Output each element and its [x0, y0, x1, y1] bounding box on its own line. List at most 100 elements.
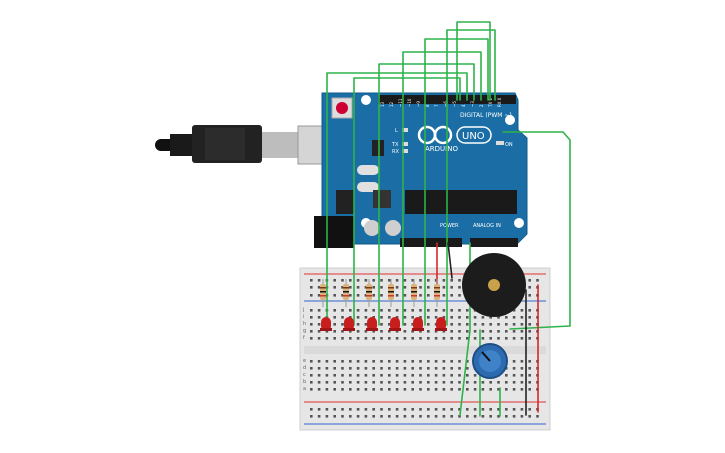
breadboard-hole	[356, 381, 360, 384]
breadboard-hole	[403, 286, 407, 289]
breadboard-hole	[333, 374, 336, 377]
model-label: UNO	[462, 131, 485, 142]
breadboard-hole	[427, 388, 430, 391]
rx-led-label: RX	[392, 149, 399, 155]
breadboard-hole	[427, 337, 430, 340]
breadboard-hole	[333, 323, 336, 326]
breadboard-hole	[434, 388, 438, 391]
breadboard-hole	[380, 309, 383, 312]
breadboard-hole	[333, 337, 336, 340]
breadboard-hole	[395, 316, 399, 319]
breadboard-hole	[380, 286, 383, 289]
breadboard-hole	[450, 374, 453, 377]
breadboard-hole	[349, 294, 352, 297]
breadboard-hole	[341, 279, 344, 282]
breadboard-hole	[395, 367, 399, 370]
breadboard-hole	[442, 309, 446, 312]
breadboard-hole	[380, 381, 383, 384]
led	[412, 317, 424, 331]
breadboard-hole	[325, 330, 329, 333]
breadboard-hole	[364, 388, 368, 391]
breadboard-hole	[333, 360, 336, 363]
breadboard-hole	[442, 286, 446, 289]
breadboard-hole	[403, 330, 407, 333]
breadboard-hole	[411, 374, 414, 377]
breadboard-hole	[356, 360, 360, 363]
breadboard-hole	[520, 330, 524, 333]
breadboard-hole	[388, 316, 391, 319]
potentiometer[interactable]	[472, 343, 508, 379]
breadboard-hole	[442, 294, 446, 297]
breadboard-hole	[442, 337, 446, 340]
breadboard-hole	[528, 309, 531, 312]
breadboard-hole	[325, 360, 329, 363]
breadboard-hole	[419, 374, 422, 377]
breadboard-hole	[372, 388, 375, 391]
breadboard-hole	[403, 381, 407, 384]
breadboard-hole	[450, 367, 453, 370]
breadboard-hole	[442, 381, 446, 384]
breadboard-hole	[403, 360, 407, 363]
breadboard-hole	[364, 323, 368, 326]
led	[389, 317, 401, 331]
breadboard-hole	[489, 330, 492, 333]
breadboard-hole	[520, 323, 524, 326]
breadboard-hole	[450, 279, 453, 282]
breadboard-hole	[317, 408, 321, 411]
breadboard-hole	[349, 279, 352, 282]
breadboard-hole	[388, 360, 391, 363]
breadboard-hole	[419, 330, 422, 333]
breadboard-hole	[380, 388, 383, 391]
breadboard-row-letter: e	[303, 358, 306, 364]
breadboard-hole	[512, 316, 516, 319]
breadboard-hole	[356, 309, 360, 312]
breadboard-hole	[450, 360, 453, 363]
breadboard-hole	[434, 381, 438, 384]
breadboard-hole	[310, 374, 313, 377]
breadboard-hole	[427, 374, 430, 377]
breadboard-hole	[520, 388, 524, 391]
breadboard-hole	[341, 309, 344, 312]
breadboard-hole	[458, 309, 461, 312]
breadboard-hole	[458, 323, 461, 326]
digital-pin-label: 8	[425, 104, 430, 107]
digital-pin-label: 2	[479, 104, 484, 107]
breadboard-hole	[395, 309, 399, 312]
breadboard-hole	[380, 360, 383, 363]
breadboard-hole	[434, 360, 438, 363]
breadboard-hole	[481, 316, 485, 319]
breadboard-hole	[512, 323, 516, 326]
breadboard-hole	[512, 309, 516, 312]
breadboard-hole	[349, 388, 352, 391]
breadboard-hole	[489, 408, 492, 411]
breadboard-hole	[450, 309, 453, 312]
breadboard-hole	[512, 337, 516, 340]
power-header-label: POWER	[440, 223, 459, 229]
breadboard-hole	[458, 286, 461, 289]
breadboard-hole	[341, 381, 344, 384]
breadboard-hole	[419, 381, 422, 384]
breadboard-hole	[528, 316, 531, 319]
breadboard-hole	[411, 337, 414, 340]
resistor	[388, 279, 394, 307]
breadboard-hole	[364, 408, 368, 411]
breadboard-hole	[419, 316, 422, 319]
breadboard-hole	[419, 388, 422, 391]
breadboard-hole	[356, 374, 360, 377]
breadboard-hole	[481, 388, 485, 391]
breadboard-hole	[427, 408, 430, 411]
breadboard-hole	[310, 381, 313, 384]
breadboard-hole	[395, 330, 399, 333]
power-header	[400, 238, 462, 247]
breadboard-hole	[505, 381, 508, 384]
breadboard-hole	[372, 408, 375, 411]
breadboard-hole	[356, 294, 360, 297]
breadboard-hole	[466, 408, 469, 411]
breadboard-hole	[403, 415, 407, 418]
breadboard-hole	[466, 388, 469, 391]
breadboard-hole	[481, 330, 485, 333]
resistor	[411, 279, 417, 307]
digital-pin-label: 12	[389, 101, 394, 107]
breadboard-hole	[372, 367, 375, 370]
